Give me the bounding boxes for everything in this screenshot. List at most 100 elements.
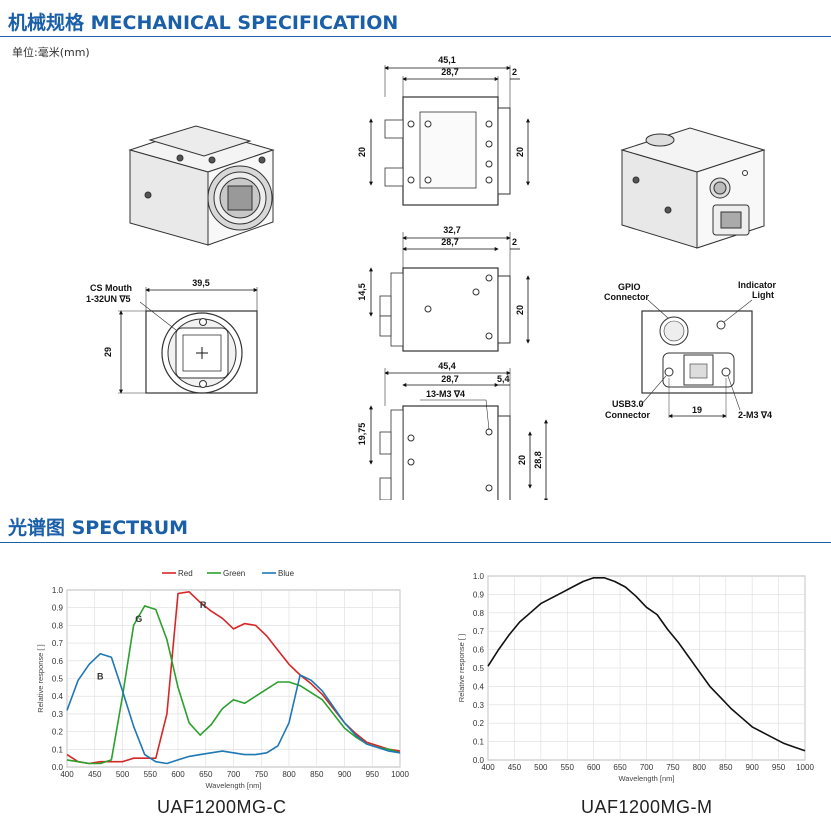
y-tick-label: 0.5 <box>473 664 485 673</box>
section-divider <box>0 542 831 543</box>
y-tick-label: 1.0 <box>473 572 485 581</box>
y-tick-label: 0.0 <box>473 756 485 765</box>
series-line-blue <box>66 652 401 765</box>
top-total-dim: 45,1 <box>438 55 456 65</box>
bot-h1-dim: 20 <box>517 455 527 465</box>
x-tick-label: 750 <box>666 763 680 772</box>
y-axis-label: Relative response [ ] <box>36 644 45 712</box>
x-tick-label: 750 <box>255 770 269 779</box>
top-right-height: 20 <box>515 147 525 157</box>
series-line-response <box>487 577 806 752</box>
top-gap-dim: 2 <box>512 67 517 77</box>
top-left-height: 20 <box>357 147 367 157</box>
x-tick-label: 950 <box>772 763 786 772</box>
y-tick-label: 0.5 <box>52 675 64 684</box>
front-height-dim: 29 <box>103 347 113 357</box>
x-tick-label: 600 <box>587 763 601 772</box>
y-tick-label: 0.2 <box>473 719 485 728</box>
spectrum-section-title: 光谱图 SPECTRUM <box>8 517 189 539</box>
bot-h2-dim: 28,8 <box>533 451 543 469</box>
indicator-label-line1: Indicator <box>738 280 777 290</box>
y-tick-label: 0.2 <box>52 728 64 737</box>
y-axis-label: Relative response [ ] <box>457 634 466 702</box>
x-tick-label: 600 <box>171 770 185 779</box>
y-tick-label: 1.0 <box>52 586 64 595</box>
cs-mouth-label: CS Mouth <box>90 283 132 293</box>
x-tick-label: 900 <box>338 770 352 779</box>
x-tick-label: 850 <box>719 763 733 772</box>
x-tick-label: 550 <box>144 770 158 779</box>
y-tick-label: 0.9 <box>52 604 64 613</box>
x-tick-label: 650 <box>613 763 627 772</box>
legend-label-blue: Blue <box>278 569 295 578</box>
series-line-green <box>66 605 401 765</box>
bot-gap-dim: 5,4 <box>497 374 510 384</box>
y-tick-label: 0.4 <box>52 692 64 701</box>
y-tick-label: 0.3 <box>52 710 64 719</box>
rear-spacing-dim: 19 <box>692 405 702 415</box>
y-tick-label: 0.1 <box>52 745 64 754</box>
x-tick-label: 500 <box>116 770 130 779</box>
x-tick-label: 500 <box>534 763 548 772</box>
x-tick-label: 550 <box>561 763 575 772</box>
side-view-bottom <box>379 405 511 500</box>
top-inner-dim: 28,7 <box>441 67 459 77</box>
x-axis-label: Wavelength [nm] <box>619 774 675 783</box>
gpio-label-line1: GPIO <box>618 282 641 292</box>
bot-holes-dim: 13-M3 ∇4 <box>426 389 465 399</box>
usb-label-line1: USB3.0 <box>612 399 644 409</box>
y-tick-label: 0.6 <box>473 646 485 655</box>
x-tick-label: 950 <box>366 770 380 779</box>
camera-isometric-front <box>128 125 275 246</box>
rear-holes-dim: 2-M3 ∇4 <box>738 410 772 420</box>
x-tick-label: 400 <box>481 763 495 772</box>
legend-label-red: Red <box>178 569 193 578</box>
front-width-dim: 39,5 <box>192 278 210 288</box>
x-tick-label: 800 <box>693 763 707 772</box>
x-tick-label: 400 <box>60 770 74 779</box>
x-tick-label: 450 <box>88 770 102 779</box>
mid-inner-dim: 28,7 <box>441 237 459 247</box>
x-axis-label: Wavelength [nm] <box>206 781 262 790</box>
y-tick-label: 0.7 <box>52 639 64 648</box>
x-tick-label: 700 <box>640 763 654 772</box>
x-tick-label: 800 <box>282 770 296 779</box>
side-view-middle <box>379 267 511 352</box>
side-view-top <box>384 96 511 206</box>
x-tick-label: 850 <box>310 770 324 779</box>
cs-thread-label: 1-32UN ∇5 <box>86 294 131 304</box>
x-tick-label: 900 <box>745 763 759 772</box>
x-tick-label: 1000 <box>391 770 409 779</box>
mid-left-height: 14,5 <box>357 283 367 301</box>
indicator-label-line2: Light <box>752 290 774 300</box>
y-tick-label: 0.4 <box>473 682 485 691</box>
y-tick-label: 0.7 <box>473 627 485 636</box>
y-tick-label: 0.8 <box>52 621 64 630</box>
x-tick-label: 1000 <box>796 763 814 772</box>
series-label-blue: B <box>97 672 104 682</box>
mono-chart-caption: UAF1200MG-M <box>581 797 713 817</box>
unit-label: 单位:毫米(mm) <box>12 46 90 59</box>
x-tick-label: 650 <box>199 770 213 779</box>
legend-label-green: Green <box>223 569 245 578</box>
color-spectrum-chart: 400 450 500 550 600 650 700 750 800 850 900 950 1000… <box>36 569 409 790</box>
color-chart-caption: UAF1200MG-C <box>157 797 287 817</box>
y-tick-label: 0.1 <box>473 738 485 747</box>
mid-right-height: 20 <box>515 305 525 315</box>
mechanical-section-title: 机械规格 MECHANICAL SPECIFICATION <box>8 12 399 34</box>
camera-front-view <box>118 287 258 394</box>
x-tick-label: 700 <box>227 770 241 779</box>
camera-isometric-rear <box>620 127 766 249</box>
mid-gap-dim: 2 <box>512 237 517 247</box>
y-tick-label: 0.9 <box>473 590 485 599</box>
bot-total-dim: 45,4 <box>438 361 456 371</box>
y-tick-label: 0.3 <box>473 701 485 710</box>
y-tick-label: 0.0 <box>52 763 64 772</box>
bot-left-height: 19,75 <box>357 423 367 446</box>
usb-label-line2: Connector <box>605 410 650 420</box>
mechanical-drawings: 39,5 29 CS Mouth 1-32UN ∇5 45,1 28,7 2 2… <box>86 55 777 500</box>
series-label-green: G <box>135 614 142 624</box>
y-tick-label: 0.6 <box>52 657 64 666</box>
mid-total-dim: 32,7 <box>443 225 461 235</box>
